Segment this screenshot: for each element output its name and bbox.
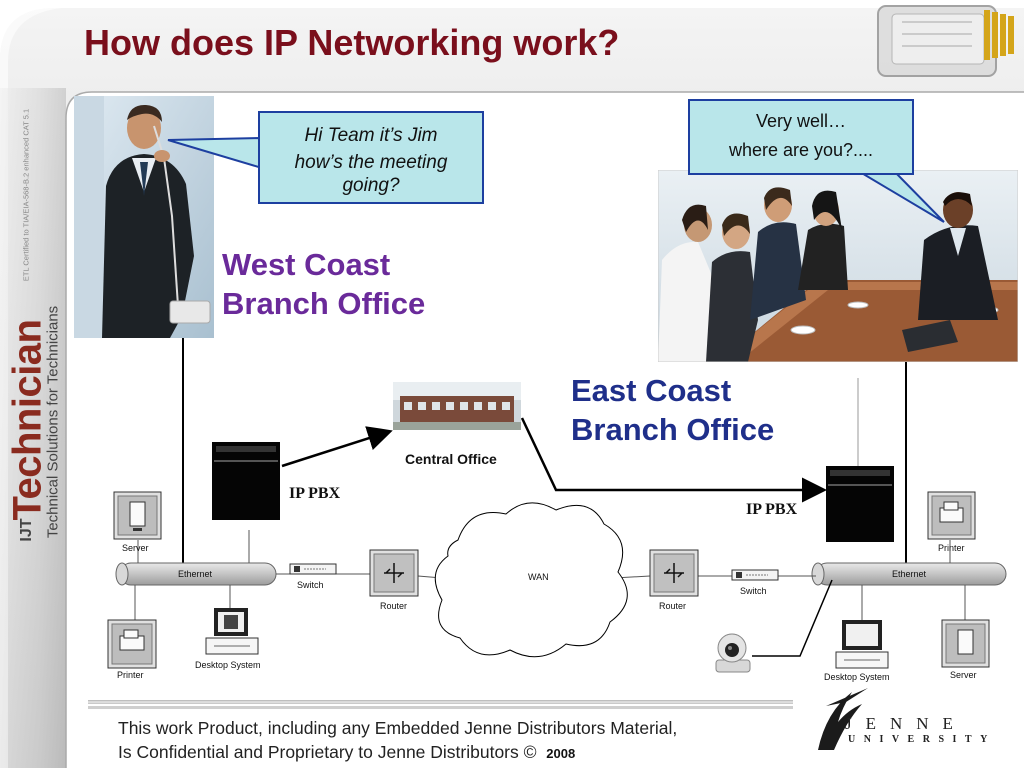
jenne-logo-text: JENNE: [845, 714, 967, 733]
man-on-phone-photo: [74, 96, 214, 338]
west-router-label: Router: [380, 601, 408, 611]
page-title: How does IP Networking work?: [84, 22, 620, 63]
east-switch-icon: [731, 569, 779, 581]
east-printer-icon: [927, 491, 976, 540]
east-ip-pbx: [826, 466, 894, 542]
university-logo-text: UNIVERSITY: [848, 734, 996, 745]
west-server-icon: [113, 491, 162, 540]
pbx-to-central-arrow: [281, 426, 393, 468]
wan-cloud: [434, 502, 628, 658]
wan-label: WAN: [528, 572, 549, 582]
east-pbx-label: IP PBX: [746, 501, 798, 518]
east-server-label: Server: [950, 670, 977, 680]
east-switch-label: Switch: [740, 586, 767, 596]
jenne-logo-mark: [818, 688, 868, 750]
west-switch-icon: [289, 563, 337, 575]
east-printer-label: Printer: [938, 543, 965, 553]
east-router-icon: [649, 549, 699, 597]
east-ethernet-label: Ethernet: [892, 569, 927, 579]
rj45-connector-image: [877, 5, 1014, 77]
jim-speech-bubble: Hi Team it’s Jim how’s the meeting going…: [258, 111, 484, 204]
east-office-label: East Coast Branch Office: [571, 373, 775, 447]
confidentiality-footer: This work Product, including any Embedde…: [118, 718, 678, 762]
central-office-building: [393, 382, 521, 430]
east-desktop-icon: [835, 620, 889, 669]
ip-camera-icon: [715, 633, 751, 673]
team-speech-bubble: Very well… where are you?....: [688, 99, 914, 175]
copyright-year: 2008: [546, 746, 576, 761]
east-ethernet-bus: [811, 562, 1007, 586]
west-office-label: West Coast Branch Office: [222, 247, 426, 321]
west-desktop-label: Desktop System: [195, 660, 261, 670]
west-router-icon: [369, 549, 419, 597]
east-router-label: Router: [659, 601, 687, 611]
west-switch-label: Switch: [297, 580, 324, 590]
central-to-pbx-arrow: [520, 417, 827, 503]
west-ip-pbx: [212, 442, 280, 520]
east-server-icon: [941, 619, 990, 668]
west-printer-icon: [107, 619, 157, 669]
west-pbx-label: IP PBX: [289, 485, 341, 502]
west-printer-label: Printer: [117, 670, 144, 680]
west-desktop-icon: [205, 608, 259, 655]
meeting-photo: [658, 170, 1018, 362]
central-office-label: Central Office: [405, 451, 497, 467]
west-server-label: Server: [122, 543, 149, 553]
west-ethernet-label: Ethernet: [178, 569, 213, 579]
east-desktop-label: Desktop System: [824, 672, 890, 682]
